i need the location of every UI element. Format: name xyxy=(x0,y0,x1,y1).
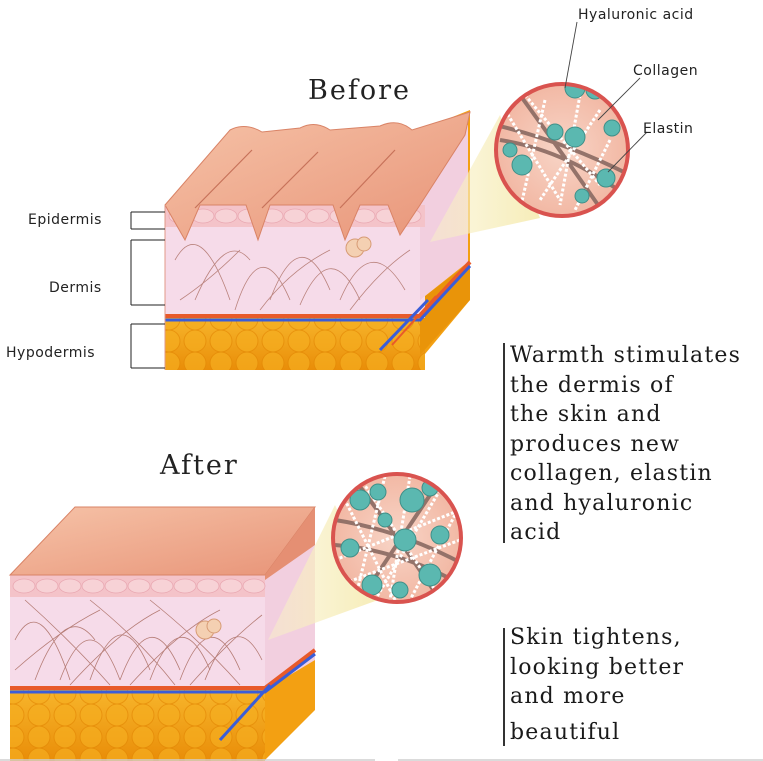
caption-line: collagen, elastin xyxy=(510,461,713,486)
caption-line: Skin tightens, xyxy=(510,625,682,650)
hypodermis-label: Hypodermis xyxy=(6,345,96,361)
dermis-label: Dermis xyxy=(49,280,102,296)
collagen-label: Collagen xyxy=(633,63,699,79)
caption-divider-1 xyxy=(503,343,505,543)
caption-line: looking better xyxy=(510,654,685,680)
epidermis-label: Epidermis xyxy=(28,212,102,228)
caption-line: the dermis of xyxy=(510,372,674,398)
after-zoom-circle xyxy=(331,472,463,604)
caption-line: and hyaluronic xyxy=(510,490,694,516)
before-skin-block xyxy=(164,110,472,370)
caption-line: beautiful xyxy=(510,719,621,745)
elastin-label: Elastin xyxy=(643,121,694,137)
hyaluronic-acid-label: Hyaluronic acid xyxy=(578,7,694,23)
caption-line: and more xyxy=(510,684,626,709)
after-skin-block xyxy=(8,506,317,761)
caption-line: produces new xyxy=(510,431,681,457)
layer-brackets xyxy=(130,211,165,369)
caption-line: acid xyxy=(510,520,562,545)
after-heading: After xyxy=(160,450,239,481)
warmth-caption: Warmth stimulates the dermis of the skin… xyxy=(510,341,741,548)
tightens-caption: Skin tightens, looking better and more b… xyxy=(510,623,684,747)
caption-line: the skin and xyxy=(510,402,662,427)
before-zoom-circle xyxy=(494,82,630,218)
before-heading: Before xyxy=(308,75,411,106)
caption-divider-2 xyxy=(503,628,505,746)
caption-line: Warmth stimulates xyxy=(510,343,742,368)
